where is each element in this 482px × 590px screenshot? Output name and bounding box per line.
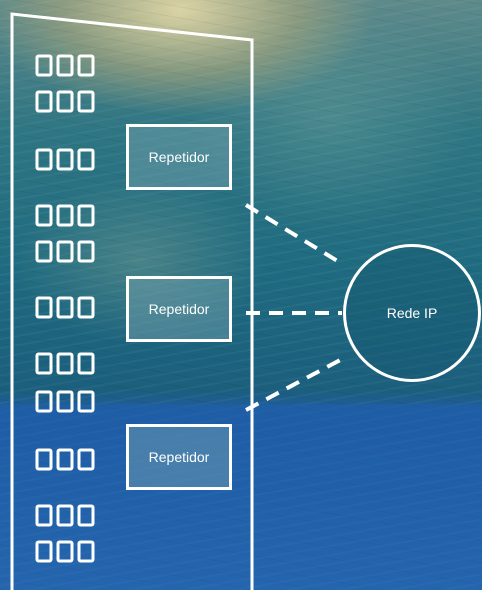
window-icon	[35, 54, 53, 77]
window-icon	[77, 540, 95, 563]
window-icon	[77, 204, 95, 227]
window-icon	[77, 240, 95, 263]
window-icon	[77, 54, 95, 77]
window-icon	[56, 540, 74, 563]
window-icon	[77, 90, 95, 113]
repeater-box-bottom: Repetidor	[126, 424, 232, 490]
ip-network-label: Rede IP	[386, 305, 438, 321]
connector-line-top	[244, 203, 346, 267]
window-icon	[35, 296, 53, 319]
window-icon	[35, 390, 53, 413]
window-icon	[77, 296, 95, 319]
window-icon	[56, 148, 74, 171]
repeater-box-top: Repetidor	[126, 124, 232, 190]
window-icon	[56, 90, 74, 113]
building-windows	[35, 54, 95, 563]
window-icon	[77, 390, 95, 413]
window-icon	[35, 504, 53, 527]
ip-network-node: Rede IP	[343, 244, 481, 382]
window-icon	[56, 448, 74, 471]
window-icon	[77, 352, 95, 375]
connector-line-bottom	[245, 356, 345, 412]
window-icon	[35, 448, 53, 471]
window-icon	[35, 204, 53, 227]
repeater-box-middle: Repetidor	[126, 276, 232, 342]
window-icon	[77, 148, 95, 171]
repeater-label: Repetidor	[148, 301, 210, 317]
window-icon	[56, 390, 74, 413]
window-icon	[77, 448, 95, 471]
window-icon	[56, 204, 74, 227]
window-icon	[35, 352, 53, 375]
window-icon	[56, 352, 74, 375]
window-icon	[56, 240, 74, 263]
repeater-label: Repetidor	[148, 449, 210, 465]
window-icon	[77, 504, 95, 527]
window-icon	[56, 54, 74, 77]
window-icon	[35, 148, 53, 171]
window-icon	[56, 504, 74, 527]
window-icon	[35, 540, 53, 563]
repeater-label: Repetidor	[148, 149, 210, 165]
window-icon	[35, 240, 53, 263]
window-icon	[35, 90, 53, 113]
window-icon	[56, 296, 74, 319]
